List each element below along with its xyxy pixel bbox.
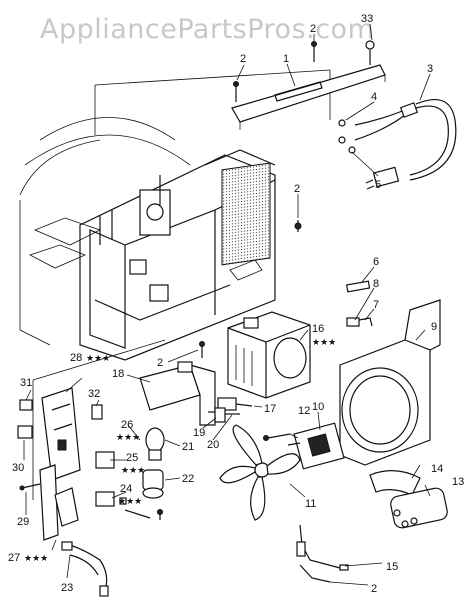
callout-28-stars: ★★★ [86,354,110,364]
callout-14: 14 [431,463,443,475]
callout-24: 24 [120,483,132,495]
part-11-fan-blade [219,424,301,521]
part-9-fan-duct [339,299,441,466]
callout-26-stars: ★★★ [116,433,140,443]
part-28-interlock-assembly [32,339,166,541]
part-3-power-cord [354,99,457,190]
callout-2: 2 [240,53,246,65]
callout-20: 20 [207,439,219,451]
leader-lines [23,23,431,586]
callout-25-stars: ★★★ [121,466,145,476]
parts-21-26-lamp-switches [95,427,165,519]
part-14-cover [369,470,421,496]
callout-21: 21 [182,441,194,453]
callout-4: 4 [371,91,377,103]
callout-17: 17 [264,403,276,415]
callout-9: 9 [431,321,437,333]
callout-16-stars: ★★★ [312,338,336,348]
callout-labels: 33 2 2 1 3 4 5 2 6 8 7 9 16 ★★★ 2 28 ★★★… [8,13,464,595]
callout-2: 2 [371,583,377,595]
part-1-bracket [231,40,386,130]
cavity-outline [19,69,331,346]
callout-31: 31 [20,377,32,389]
callout-8: 8 [373,278,379,290]
callout-23: 23 [61,582,73,594]
callout-2: 2 [294,183,300,195]
screws [157,41,317,520]
parts-17-19-20 [208,397,253,423]
callout-5: 5 [375,179,381,191]
callout-6: 6 [373,256,379,268]
watermark: AppliancePartsPros.com [40,14,375,45]
callout-25: 25 [126,452,138,464]
callout-27-stars: ★★★ [24,554,48,564]
callout-2: 2 [310,23,316,35]
part-18-bracket [139,361,216,426]
callout-15: 15 [386,561,398,573]
callout-11: 11 [305,498,316,510]
part-16-magnetron [227,311,311,399]
callout-13: 13 [452,476,464,488]
callout-19: 19 [193,427,205,439]
callout-2: 2 [157,357,163,369]
callout-7: 7 [373,299,379,311]
callout-27: 27 [8,552,20,564]
callout-32: 32 [88,388,100,400]
callout-29: 29 [17,516,29,528]
part-15-wire-harness [296,524,349,583]
callout-1: 1 [283,53,289,65]
callout-28: 28 [70,352,82,364]
callout-30: 30 [12,462,24,474]
part-13-capacitor [390,487,448,529]
parts-4-5-nuts [338,119,356,154]
callout-18: 18 [112,368,124,380]
callout-10: 10 [312,401,324,413]
callout-12: 12 [298,405,310,417]
chassis-frame [79,149,276,361]
callout-16: 16 [312,323,324,335]
part-23-cable [61,541,109,597]
parts-6-7-8 [345,280,373,327]
part-10-fan-motor [287,422,345,470]
callout-3: 3 [427,63,433,75]
callout-22: 22 [182,473,194,485]
callout-26: 26 [121,419,133,431]
callout-24-stars: ★★★ [118,497,142,507]
callout-33: 33 [361,13,373,25]
